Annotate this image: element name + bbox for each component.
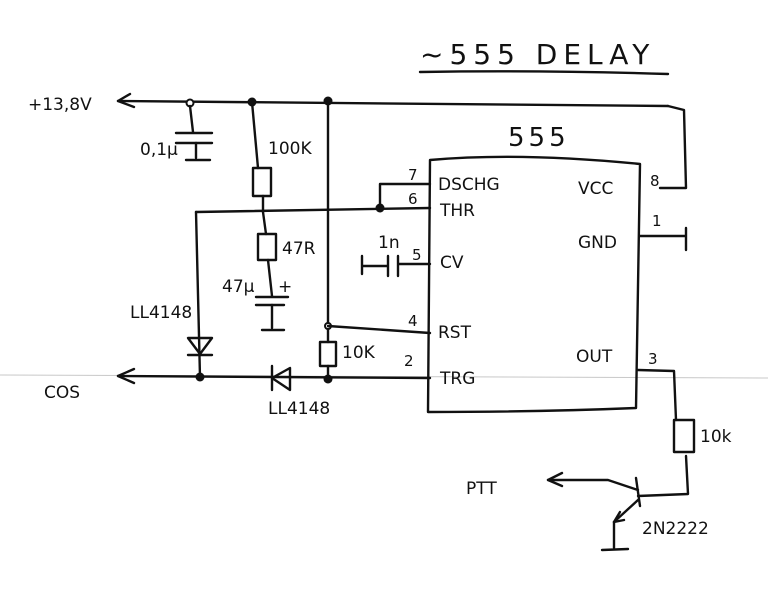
wire [266, 258, 274, 298]
pin-number: 4 [408, 312, 418, 330]
ptt-net-label: PTT [466, 479, 497, 499]
supply-net-label: +13,8V [28, 95, 92, 115]
resistor-47r [256, 232, 278, 262]
pin-label-out: OUT [576, 347, 613, 367]
emitter-line [612, 498, 640, 524]
dschg-wire [378, 182, 432, 210]
pin-number: 1 [652, 212, 662, 230]
capacitor-cv [360, 254, 432, 278]
ptt-arrow-icon [546, 471, 564, 488]
c-timing-polarity: + [278, 277, 292, 297]
c-cv-value: 1n [378, 233, 400, 253]
pin-number: 3 [648, 350, 658, 368]
out-wire [636, 368, 678, 422]
wire [261, 210, 268, 236]
resistor-100k [251, 166, 273, 198]
ground-symbol-icon [260, 303, 286, 332]
c-supply-value: 0,1µ [140, 140, 178, 160]
resistor-10k-pullup [318, 340, 338, 368]
d-bottom-part: LL4148 [268, 399, 330, 419]
diode-bottom-icon [270, 364, 292, 392]
transistor-base-bar [634, 476, 642, 508]
pin-label-thr: THR [439, 201, 475, 221]
pin-number: 6 [408, 190, 418, 208]
rst-wire [326, 324, 432, 335]
cos-arrow-icon [116, 367, 136, 385]
junction [195, 372, 205, 382]
pin-number: 7 [408, 166, 418, 184]
pin-number: 5 [412, 246, 422, 264]
wire [250, 100, 260, 170]
transistor-part: 2N2222 [642, 519, 709, 539]
ground-symbol-icon [184, 141, 212, 162]
emitter-arrow-icon [612, 510, 626, 524]
wire [194, 210, 202, 379]
schematic-title: ~555 DELAY [420, 38, 655, 71]
pin-label-trg: TRG [439, 369, 475, 389]
supply-rail [116, 99, 670, 108]
title-underline [418, 70, 670, 76]
pin-label-gnd: GND [578, 233, 617, 253]
pin-number: 8 [650, 172, 660, 190]
c-supply-lead [188, 104, 195, 134]
ic-555-body [426, 155, 642, 414]
collector-wire [546, 478, 640, 492]
diode-left-icon [186, 336, 214, 357]
r-pullup-value: 10K [342, 343, 376, 363]
cos-net-label: COS [44, 383, 80, 403]
ground-symbol-icon [638, 226, 688, 252]
resistor-10k-base [672, 418, 696, 454]
ic-name: 555 [508, 123, 570, 153]
pin-label-vcc: VCC [578, 179, 613, 199]
pin-number: 2 [404, 352, 414, 370]
r-timing-value: 100K [268, 139, 312, 159]
supply-arrow-icon [116, 92, 136, 109]
r-series-value: 47R [282, 239, 316, 259]
thr-wire [194, 206, 432, 214]
c-timing-value: 47µ [222, 277, 255, 297]
pin-label-dschg: DSCHG [438, 175, 500, 195]
pin-label-rst: RST [438, 323, 472, 343]
pin-label-cv: CV [440, 253, 464, 273]
d-left-part: LL4148 [130, 303, 192, 323]
base-wire [636, 454, 690, 498]
vcc-wire [658, 104, 688, 190]
ground-symbol-icon [600, 520, 630, 552]
r-base-value: 10k [700, 427, 732, 447]
